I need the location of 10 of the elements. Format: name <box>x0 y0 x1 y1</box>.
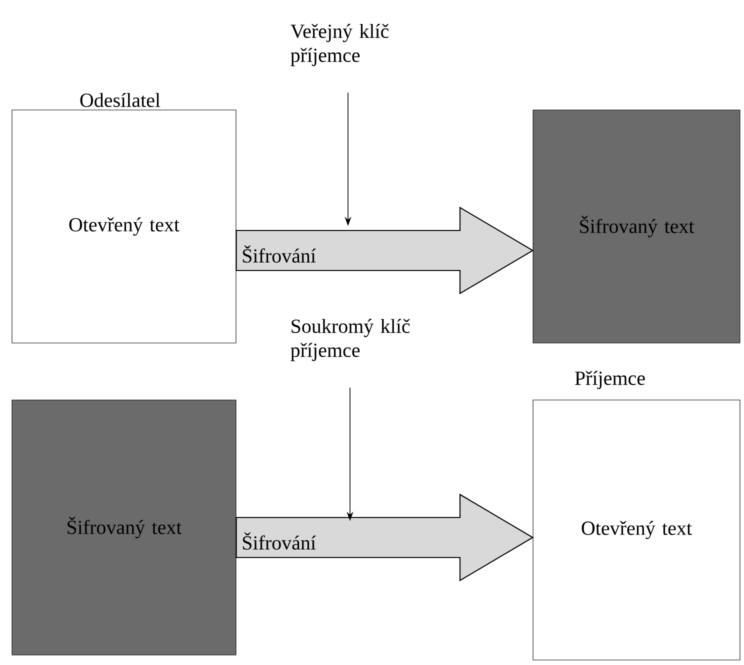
text-box: Šifrovaný text <box>12 400 236 656</box>
edge-label: Šifrování <box>240 244 318 264</box>
key-label: Soukromý klíč příjemce <box>290 318 410 362</box>
edge-label: Šifrování <box>240 530 318 552</box>
heading: Odesílatel <box>80 92 160 108</box>
key-label: Veřejný klíč příjemce <box>290 24 389 66</box>
heading: Příjemce <box>575 370 645 390</box>
text-box: Šifrovaný text <box>532 110 740 344</box>
text-box: Otevřený text <box>12 110 236 344</box>
text-box: Otevřený text <box>532 400 740 660</box>
